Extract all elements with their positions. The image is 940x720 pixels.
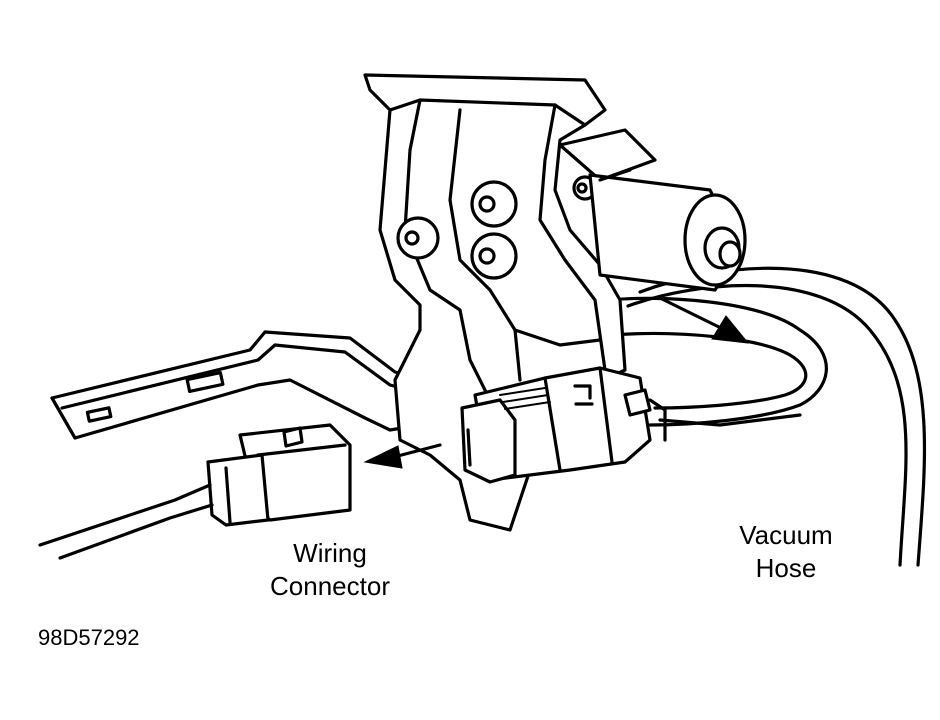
vacuum-loop [608, 296, 828, 427]
bracket-connector [460, 366, 802, 484]
wiring-label-line2: Connector [270, 571, 390, 601]
wiring-connector [38, 423, 352, 560]
vacuum-label-line1: Vacuum [739, 520, 833, 550]
wiring-label-line1: Wiring [293, 538, 367, 568]
figure-id: 98D57292 [38, 625, 140, 650]
main-bracket [363, 73, 627, 532]
bolt-lower [470, 232, 518, 280]
bolt-upper [470, 180, 518, 228]
vacuum-label-line2: Hose [755, 553, 817, 583]
disconnect-arrow [363, 443, 442, 469]
vacuum-arrow [658, 296, 750, 344]
vacuum-hose-label: Vacuum Hose [706, 519, 866, 585]
vacuum-actuator [558, 128, 747, 292]
bolt-left [396, 216, 440, 260]
wiring-connector-label: Wiring Connector [250, 537, 410, 603]
